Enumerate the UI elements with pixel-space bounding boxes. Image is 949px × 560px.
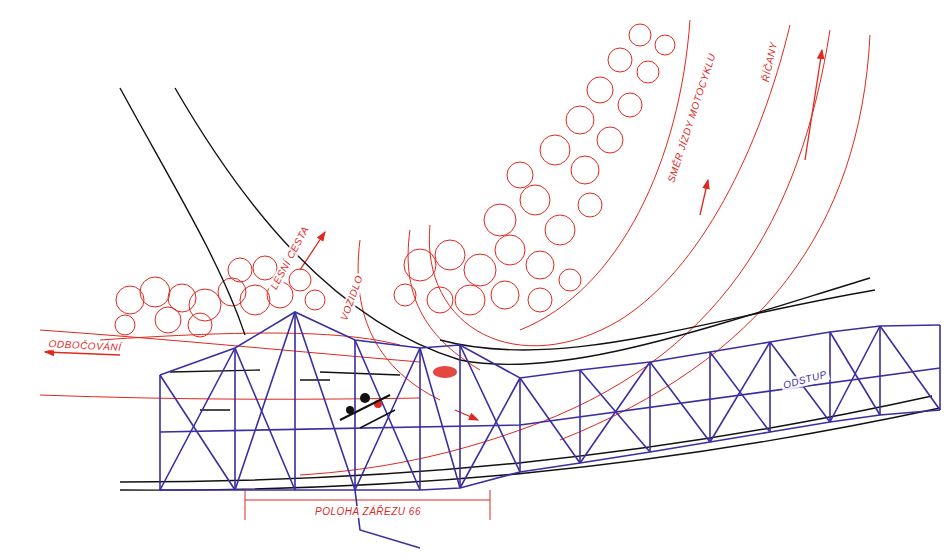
- annotation-label: LESNÍ CESTA: [267, 223, 312, 294]
- annotation-label: SMĚR JÍZDY MOTOCYKLU: [665, 50, 719, 186]
- bush-outline: [115, 256, 325, 337]
- annotation-label: ODBOČOVÁNÍ: [46, 338, 123, 354]
- annotation-label: ŘÍČANY: [759, 39, 780, 85]
- annotation-label: VOZIDLO: [338, 272, 367, 324]
- direction-arrow: [45, 50, 822, 420]
- road-edge: [120, 88, 940, 490]
- bush-outline: [394, 24, 675, 315]
- scene-mark: [340, 366, 457, 428]
- annotation-label: POLOHA ZÁŘEZU 66: [313, 506, 423, 518]
- measurement-grid: [160, 312, 940, 548]
